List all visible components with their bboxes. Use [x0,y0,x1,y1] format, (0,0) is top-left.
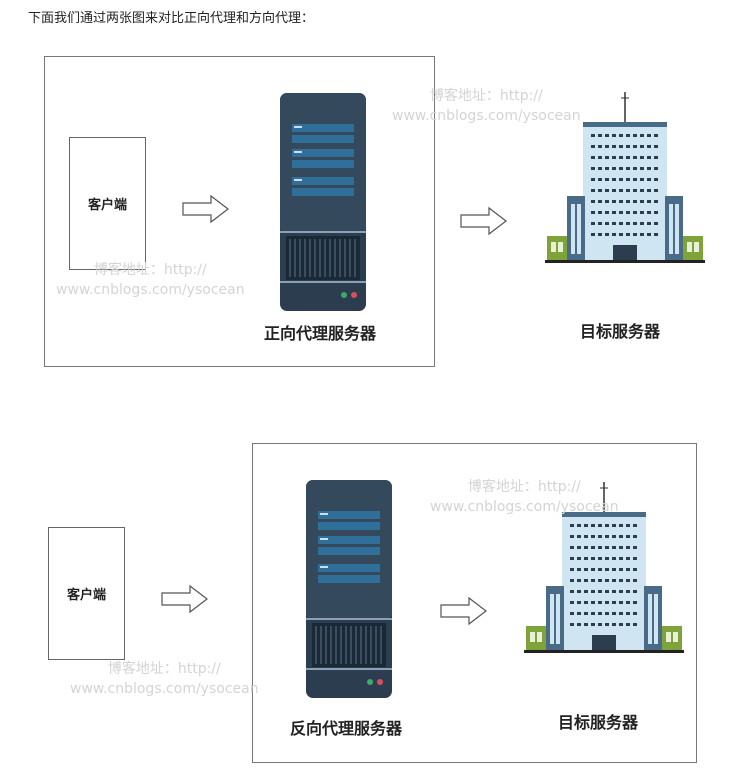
watermark: 博客地址：http:// www.cnblogs.com/ysocean [430,477,619,517]
watermark-line2: www.cnblogs.com/ysocean [56,282,245,298]
reverse-target-label: 目标服务器 [558,713,639,732]
watermark-line1: 博客地址：http:// [467,479,581,495]
watermark: 博客地址：http:// www.cnblogs.com/ysocean [70,659,259,699]
forward-client-label: 客户端 [87,198,127,213]
reverse-client-box: 客户端 [48,527,125,660]
reverse-client-label: 客户端 [66,588,106,603]
arrow-right-icon [161,584,208,614]
intro-text: 下面我们通过两张图来对比正向代理和方向代理： [28,11,315,26]
reverse-proxy-server-icon [306,480,392,698]
arrow-right-icon [460,206,507,236]
arrow-right-icon [440,596,487,626]
watermark-line1: 博客地址：http:// [107,661,221,677]
forward-proxy-label: 正向代理服务器 [264,324,377,343]
watermark-line1: 博客地址：http:// [93,262,207,278]
watermark-line2: www.cnblogs.com/ysocean [430,499,619,515]
reverse-proxy-label: 反向代理服务器 [290,719,403,738]
forward-target-label: 目标服务器 [580,322,661,341]
watermark-line2: www.cnblogs.com/ysocean [392,108,581,124]
watermark: 博客地址：http:// www.cnblogs.com/ysocean [56,260,245,300]
watermark: 博客地址：http:// www.cnblogs.com/ysocean [392,86,581,126]
forward-target-building-icon [545,92,705,263]
watermark-line2: www.cnblogs.com/ysocean [70,681,259,697]
reverse-target-building-icon [524,482,684,653]
watermark-line1: 博客地址：http:// [429,88,543,104]
forward-proxy-server-icon [280,93,366,311]
forward-client-box: 客户端 [69,137,146,270]
arrow-right-icon [182,194,229,224]
